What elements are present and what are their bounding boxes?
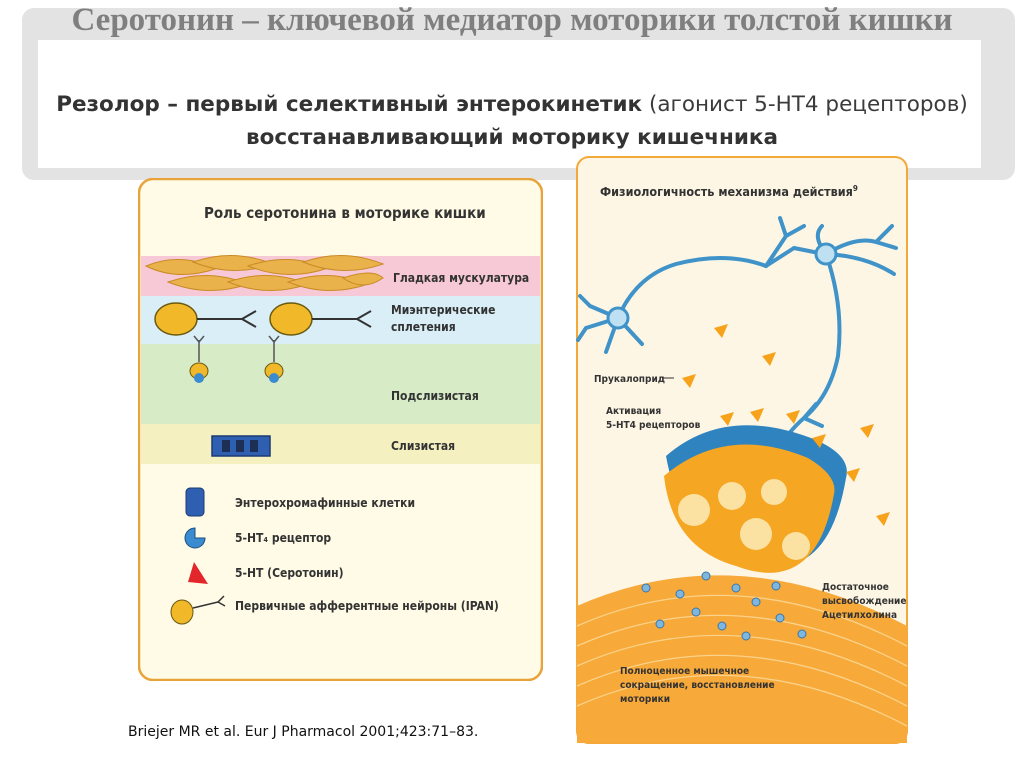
receptor-dendrite-1 <box>189 335 209 383</box>
vesicles <box>678 479 810 560</box>
label-mucosa: Слизистая <box>391 439 455 453</box>
serotonin-legend-icon <box>188 562 208 584</box>
prucalopride-molecules <box>682 324 890 526</box>
subtitle-normal: (агонист 5-HT4 рецепторов) <box>642 92 968 117</box>
legend-ipan: Первичные афферентные нейроны (IPAN) <box>235 599 499 613</box>
mucosa-layer <box>141 424 540 464</box>
label-release-2: высвобождение <box>822 595 906 607</box>
legend-receptor: 5-HT₄ рецептор <box>235 531 331 545</box>
label-contraction-3: моторики <box>620 694 670 705</box>
ipan-neuron-2 <box>269 302 372 336</box>
label-activation-1: Активация <box>606 406 661 417</box>
right-figure-title: Физиологичность механизма действия9 <box>600 184 858 199</box>
mechanism-figure: Физиологичность механизма действия9 <box>576 156 908 744</box>
ec-cell-row <box>211 435 271 457</box>
ipan-neuron-1 <box>154 302 257 336</box>
neuron-body-2 <box>814 242 838 266</box>
slide-title: Серотонин – ключевой медиатор моторики т… <box>71 2 953 38</box>
citation: Briejer MR et al. Eur J Pharmacol 2001;4… <box>128 724 479 740</box>
serotonin-role-figure: Роль серотонина в моторике кишки Гладкая… <box>138 178 543 681</box>
left-figure-title: Роль серотонина в моторике кишки <box>204 204 486 222</box>
smooth-muscle-cells <box>144 255 385 291</box>
neuron-body-1 <box>606 306 630 330</box>
submucosa-layer <box>141 344 540 424</box>
label-submucosa: Подслизистая <box>391 389 479 403</box>
label-myenteric-2: сплетения <box>391 320 456 334</box>
label-activation-2: 5-HT4 рецепторов <box>606 420 701 431</box>
subtitle-bold-2: восстанавливающий моторику кишечника <box>246 125 778 150</box>
legend-serotonin: 5-HT (Серотонин) <box>235 566 344 580</box>
label-contraction-2: сокращение, восстановление <box>620 680 775 691</box>
ec-cell-legend-icon <box>185 487 205 517</box>
label-prucalopride: Прукалоприд <box>594 374 665 385</box>
muscle-tissue <box>577 575 907 743</box>
subtitle-panel <box>38 40 981 168</box>
slide-subtitle: Резолор – первый селективный энтерокинет… <box>40 88 984 154</box>
muscle-fibers <box>576 594 908 727</box>
label-contraction-1: Полноценное мышечное <box>620 666 749 677</box>
label-myenteric-1: Миэнтерические <box>391 303 495 317</box>
receptor-dendrite-2 <box>264 335 284 383</box>
label-smooth-muscle: Гладкая мускулатура <box>393 271 529 285</box>
label-release-3: Ацетилхолина <box>822 610 897 621</box>
receptor-legend-icon <box>184 527 206 549</box>
subtitle-bold-1: Резолор – первый селективный энтерокинет… <box>56 92 643 117</box>
legend-ec-cells: Энтерохромафинные клетки <box>235 496 415 510</box>
ipan-legend-icon <box>170 595 226 625</box>
label-release-1: Достаточное <box>822 582 889 593</box>
acetylcholine-dots <box>641 571 807 641</box>
neurons <box>576 216 898 462</box>
